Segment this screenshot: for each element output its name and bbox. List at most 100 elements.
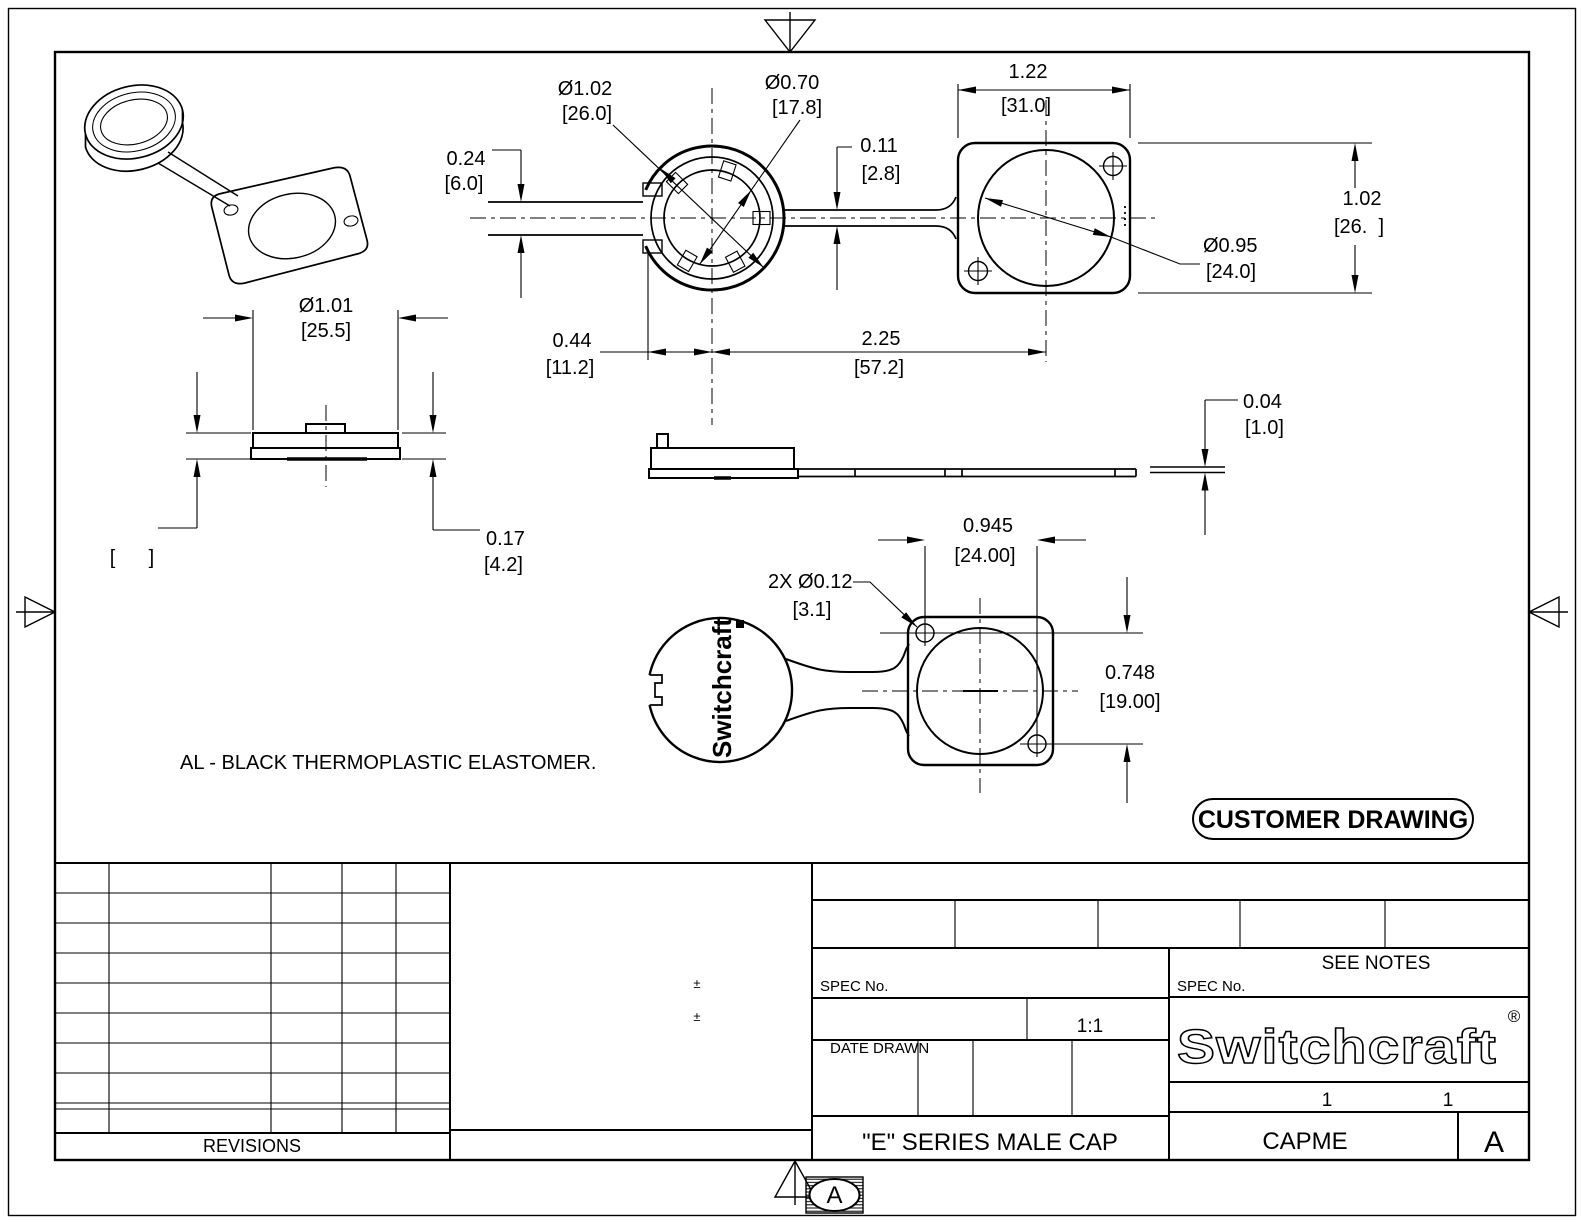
zone-letter: A	[826, 1182, 842, 1209]
customer-drawing-stamp: CUSTOMER DRAWING	[1198, 806, 1468, 834]
iso-flange	[210, 166, 369, 285]
cap-logo-mark	[736, 620, 744, 628]
sheet-frame: A	[7, 7, 1577, 1217]
bottom-view: Switchcraft 0.945 [24.00] 2X Ø0.12 [3.1]…	[648, 515, 1161, 803]
revisions-label: REVISIONS	[203, 1136, 301, 1156]
profile-dim-lines	[1204, 399, 1238, 535]
inner-border	[53, 50, 1531, 1162]
dim-holes-x-in: 0.945	[963, 515, 1013, 537]
cap-tab-upper	[642, 182, 663, 197]
see-notes-value: SEE NOTES	[1322, 953, 1431, 974]
dim-side-t-mm: [4.2]	[484, 554, 523, 576]
title-block-major-lines	[55, 862, 1529, 1160]
zone-badge-ellipse	[808, 1178, 861, 1212]
bottom-cap-notch	[649, 674, 663, 706]
dim-panel-hole-mm: [24.0]	[1206, 261, 1256, 283]
cap-logo: Switchcraft	[707, 618, 744, 758]
revision-letter: A	[1484, 1126, 1504, 1159]
bottom-flange-outline	[906, 615, 1055, 767]
iso-screw-hole-left	[223, 204, 239, 216]
tolerance-pm-1: ±	[693, 976, 700, 991]
iso-screw-hole-right	[343, 215, 359, 227]
bottom-dim-lines	[853, 539, 1143, 803]
strap-section-left	[488, 201, 643, 236]
screw-hole-crosses	[964, 152, 1127, 285]
side-view: Ø1.01 [25.5] 0.17 [4.2] [ ]	[110, 295, 525, 576]
title-block: REVISIONS ± ± SPEC No. 1:1 DATE DRAWN "E…	[55, 862, 1529, 1160]
top-center-zone-mark	[763, 12, 817, 54]
iso-strap	[157, 151, 239, 207]
dim-sheet-t-in: 0.04	[1243, 391, 1282, 413]
iso-flange-hole	[247, 192, 337, 260]
dim-mt-holes-mm: [3.1]	[793, 599, 832, 621]
dim-flange-h-in: 1.02	[1343, 188, 1382, 210]
outer-border	[7, 7, 1577, 1217]
dim-offset-mm: [11.2]	[546, 357, 595, 379]
bottom-center-zone-mark	[773, 1159, 817, 1205]
profile-cap-outline	[648, 433, 799, 479]
dim-blank-bracket: [ ]	[110, 547, 154, 569]
front-dim-lines	[492, 84, 1372, 360]
dim-side-t-in: 0.17	[486, 528, 525, 550]
dim-offset-in: 0.44	[553, 330, 592, 352]
cap-outer-circle	[644, 144, 786, 292]
profile-sheet-section	[1150, 466, 1225, 474]
sheet-number-2: 1	[1443, 1090, 1454, 1111]
front-view: Ø1.02 [26.0] Ø0.70 [17.8] 0.24 [6.0] 0.1…	[445, 61, 1384, 425]
cap-logo-text: Switchcraft	[707, 618, 737, 758]
dim-cap-id-mm: [17.8]	[772, 97, 822, 119]
profile-view: 0.04 [1.0]	[648, 391, 1284, 535]
dim-holes-x-mm: [24.00]	[954, 545, 1015, 567]
iso-cap-outer	[83, 84, 185, 160]
dim-mt-holes-in: 2X Ø0.12	[768, 571, 853, 593]
spec-no-label-2: SPEC No.	[1177, 978, 1245, 995]
side-outline	[250, 423, 401, 460]
dim-flange-h-mm: [26. ]	[1334, 216, 1384, 238]
dim-length-in: 2.25	[862, 328, 901, 350]
spec-no-label: SPEC No.	[820, 978, 888, 995]
dim-strap-w-mm: [6.0]	[445, 173, 484, 195]
customer-drawing-stamp-border	[1192, 798, 1474, 840]
date-drawn-label: DATE DRAWN	[830, 1040, 929, 1057]
brand-registered-mark: ®	[1508, 1007, 1521, 1026]
dim-cap-id-in: Ø0.70	[765, 72, 819, 94]
isometric-view	[83, 84, 369, 285]
bottom-screw-crosses	[912, 620, 1050, 757]
dim-cap-od-mm: [26.0]	[562, 103, 612, 125]
iso-cap-mid	[92, 91, 176, 153]
dim-sheet-t-mm: [1.0]	[1245, 417, 1284, 439]
notes: AL - BLACK THERMOPLASTIC ELASTOMER. CUST…	[180, 752, 1474, 840]
flange-outline	[956, 141, 1132, 295]
left-center-zone-mark	[16, 595, 57, 629]
side-dim-lines	[158, 310, 480, 531]
dim-neck-in: 0.11	[860, 135, 897, 157]
dim-side-od-in: Ø1.01	[299, 295, 353, 317]
iso-cap-rim	[84, 109, 184, 172]
scale-value: 1:1	[1077, 1016, 1103, 1037]
cap-inner-circle	[663, 169, 761, 267]
zone-letter-badge: A	[805, 1176, 864, 1214]
part-number: CAPME	[1262, 1128, 1347, 1155]
bottom-cap-circle	[648, 616, 794, 764]
brand-logo: Switchcraft	[1177, 1021, 1497, 1074]
material-note: AL - BLACK THERMOPLASTIC ELASTOMER.	[180, 752, 596, 774]
profile-arrowheads	[1201, 449, 1209, 491]
strap-neck	[783, 196, 957, 240]
sheet-number-1: 1	[1322, 1090, 1333, 1111]
flange-hole-circle	[977, 149, 1115, 287]
dim-strap-w-in: 0.24	[447, 148, 486, 170]
bottom-strap	[785, 643, 910, 737]
cap-tab-lower	[642, 239, 663, 254]
iso-cap-inner	[100, 98, 168, 146]
dim-panel-hole-in: Ø0.95	[1203, 235, 1257, 257]
dim-holes-y-in: 0.748	[1105, 662, 1155, 684]
front-arrowheads	[517, 86, 1359, 356]
dim-neck-mm: [2.8]	[862, 163, 901, 185]
bottom-flange-hole	[916, 627, 1044, 755]
cap-mid-circle	[650, 156, 774, 280]
dim-flange-w-mm: [31.0]	[1001, 95, 1051, 117]
dim-cap-od-in: Ø1.02	[558, 78, 612, 100]
title-block-minor-lines	[55, 863, 1386, 1133]
